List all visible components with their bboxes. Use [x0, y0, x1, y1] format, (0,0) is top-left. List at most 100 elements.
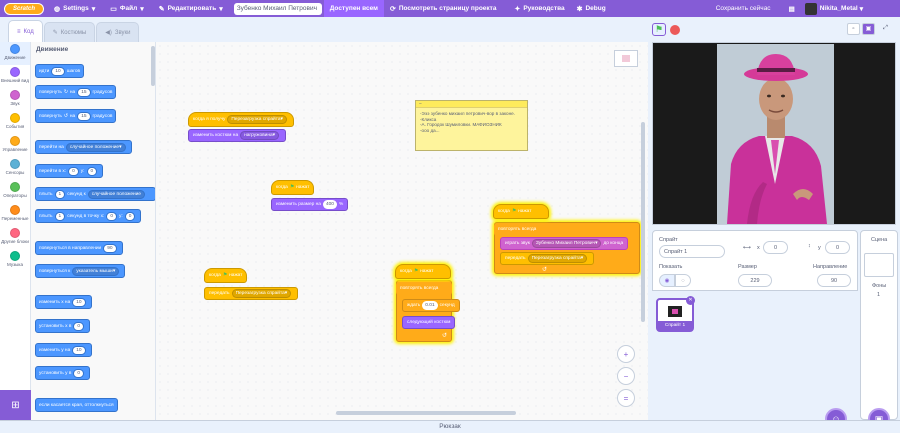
block-number-input[interactable]: 0 — [86, 166, 98, 176]
category-item[interactable]: Операторы — [0, 180, 30, 203]
add-extension-button[interactable]: ⊞ — [0, 390, 31, 420]
debug-button[interactable]: ✱Debug — [571, 0, 612, 17]
block-number-input[interactable]: 15 — [77, 111, 91, 121]
block-number-input[interactable]: 1 — [54, 211, 66, 221]
backpack-bar[interactable]: Рюкзак — [0, 420, 900, 432]
when-flag-clicked-hat[interactable]: когда⚑нажат — [271, 180, 315, 195]
save-now-button[interactable]: Сохранить сейчас — [715, 5, 771, 12]
category-item[interactable]: События — [0, 111, 30, 134]
settings-menu[interactable]: ◍Settings▾ — [48, 0, 104, 17]
normal-stage-button[interactable]: ▣ — [862, 23, 875, 35]
block-number-input[interactable]: 0 — [73, 321, 85, 331]
block-dropdown[interactable]: нагружовина ▾ — [240, 131, 280, 140]
block-number-input[interactable]: 0 — [68, 166, 79, 176]
account-menu[interactable]: Nikita_Metal▾ — [801, 0, 870, 17]
green-flag-button[interactable]: ⚑ — [652, 23, 666, 36]
size-input[interactable]: 229 — [738, 274, 772, 287]
stage-selector[interactable]: Сцена Фоны 1 — [860, 230, 898, 420]
hide-button[interactable]: ◌ — [675, 274, 691, 287]
comment-header[interactable]: − — [416, 101, 527, 108]
when-flag-clicked-hat[interactable]: когда⚑нажат — [204, 268, 248, 283]
palette-scrollbar[interactable] — [151, 46, 155, 86]
block-number-input[interactable]: 10 — [51, 66, 65, 76]
stage-thumbnail[interactable] — [864, 253, 894, 277]
delete-sprite-button[interactable]: ✕ — [686, 296, 695, 305]
category-item[interactable]: Управление — [0, 134, 30, 157]
forever-block[interactable]: повторять всегда — [494, 223, 554, 236]
share-button[interactable]: Доступен всем — [323, 0, 384, 17]
bounce-block[interactable]: если касается края, оттолкнуться — [35, 398, 118, 412]
fullscreen-button[interactable]: ⤢ — [879, 23, 892, 35]
category-item[interactable]: Другие блоки — [0, 226, 30, 249]
tab-code[interactable]: ≡Код — [8, 20, 43, 42]
show-visible-button[interactable]: ◉ — [659, 274, 675, 287]
folder-icon[interactable]: ▤ — [788, 5, 795, 13]
block-dropdown[interactable]: указатель мыши ▾ — [72, 266, 120, 276]
when-flag-clicked-hat[interactable]: когда⚑нажат — [493, 204, 549, 219]
block-dropdown[interactable]: случайное положение ▾ — [65, 142, 126, 152]
block-number-input[interactable]: 400 — [322, 200, 337, 209]
category-item[interactable]: Движение — [0, 42, 30, 65]
block-dropdown[interactable]: Перезагрузка спрайта ▾ — [231, 289, 292, 298]
block-number-input[interactable]: 0.01 — [422, 301, 438, 310]
direction-input[interactable]: 90 — [817, 274, 851, 287]
category-item[interactable]: Сенсоры — [0, 157, 30, 180]
see-project-page-button[interactable]: ⟳Посмотреть страницу проекта — [384, 0, 503, 17]
stop-button[interactable] — [670, 24, 680, 35]
comment-body[interactable]: -Эээ зубенко михаил петрович-вор в закон… — [416, 108, 527, 136]
block-dropdown[interactable]: случайное положение — [87, 189, 145, 199]
workspace-horizontal-scrollbar[interactable] — [336, 411, 516, 415]
small-stage-button[interactable]: ▫ — [847, 23, 860, 35]
block-dropdown[interactable]: Перезагрузка спрайта ▾ — [527, 254, 588, 263]
block-dropdown[interactable]: Зубенко Михаил Петрович ▾ — [531, 239, 602, 248]
block-number-input[interactable]: 1 — [54, 189, 66, 199]
scratch-logo[interactable]: Scratch — [4, 2, 44, 15]
category-item[interactable]: Звук — [0, 88, 30, 111]
collapse-icon[interactable]: − — [419, 101, 422, 107]
forever-block[interactable]: повторять всегда — [396, 282, 452, 295]
project-title-input[interactable]: Зубенко Михаил Петрович — [233, 2, 322, 15]
block-number-input[interactable]: 10 — [72, 297, 86, 307]
edit-menu[interactable]: ✎Редактировать▾ — [153, 0, 232, 17]
workspace-comment[interactable]: − -Эээ зубенко михаил петрович-вор в зак… — [415, 100, 528, 151]
next-costume-block[interactable]: следующий костюм — [402, 316, 456, 329]
zoom-in-button[interactable]: + — [617, 345, 635, 363]
tab-sounds[interactable]: ◀)Звуки — [96, 22, 140, 42]
category-item[interactable]: Переменные — [0, 203, 30, 226]
zoom-reset-button[interactable]: = — [617, 389, 635, 407]
block-number-input[interactable]: 15 — [77, 87, 91, 97]
block-number-input[interactable]: 0 — [106, 211, 117, 221]
when-flag-clicked-hat[interactable]: когда⚑нажат — [395, 264, 451, 279]
x-input[interactable]: 0 — [763, 241, 788, 254]
block-number-input[interactable]: 10 — [72, 345, 86, 355]
block-number-input[interactable]: 0 — [73, 368, 85, 378]
tutorials-button[interactable]: ✦Руководства — [508, 0, 570, 17]
category-item[interactable]: Музыка — [0, 249, 30, 272]
file-menu[interactable]: ▭Файл▾ — [104, 0, 152, 17]
sprite-name-input[interactable]: Спрайт 1 — [659, 245, 725, 258]
zoom-out-button[interactable]: − — [617, 367, 635, 385]
workspace-vertical-scrollbar[interactable] — [641, 122, 645, 322]
block-number-input[interactable]: 90 — [103, 243, 117, 253]
stage-canvas[interactable] — [652, 42, 896, 225]
